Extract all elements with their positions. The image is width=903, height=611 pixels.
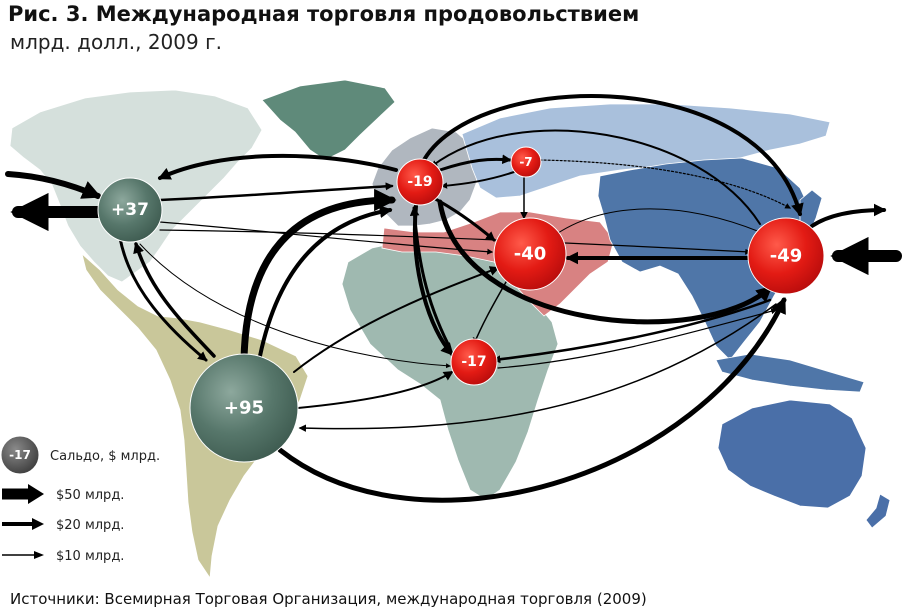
flow-arrow (139, 243, 451, 369)
flow-arrow (159, 221, 494, 255)
flow-arrow (277, 297, 787, 503)
flow-arrow (418, 94, 804, 217)
trade-flows (5, 94, 902, 503)
balance-bubbles: +37 +95 -19 -7 -40 -49 -17 (97, 146, 825, 463)
legend-bubble: -17 Сальдо, $ млрд. (0, 435, 160, 475)
balance-label-europe: -19 (407, 174, 432, 190)
flow-arrow (118, 236, 208, 362)
region-sea-islands (715, 353, 865, 393)
chart-subtitle: млрд. долл., 2009 г. (10, 30, 222, 54)
region-australia (717, 399, 867, 509)
flow-arrow (158, 182, 394, 202)
balance-label-latin-america: +95 (224, 398, 264, 419)
flow-arrow (133, 241, 216, 358)
flow-arrow (497, 308, 778, 369)
flow-arrow (240, 188, 397, 364)
flow-arrow (409, 206, 450, 346)
balance-bubble-latin-america[interactable]: +95 (189, 353, 299, 463)
flow-arrow (547, 208, 761, 241)
balance-bubble-asia[interactable]: -49 (747, 217, 825, 295)
legend-arrow-20-label: $20 млрд. (56, 518, 124, 533)
flow-arrow (810, 203, 887, 228)
region-greenland (261, 79, 396, 161)
balance-bubble-middle-east[interactable]: -40 (493, 217, 567, 291)
chart-title: Рис. 3. Международная торговля продоволь… (8, 2, 640, 26)
legend-arrow-20: $20 млрд. (2, 518, 124, 533)
source-note: Источники: Всемирная Торговая Организаци… (10, 590, 647, 608)
flow-arrow (258, 205, 393, 358)
legend-arrow-10: $10 млрд. (2, 549, 124, 564)
flow-arrow (159, 229, 752, 255)
flow-arrow (437, 199, 773, 325)
flow-arrow (298, 303, 777, 432)
legend-arrow-50-label: $50 млрд. (56, 488, 124, 503)
balance-label-asia: -49 (770, 246, 803, 267)
flow-arrow (5, 171, 102, 199)
region-new-zealand (865, 493, 891, 529)
balance-label-africa: -17 (461, 354, 486, 370)
legend-bubble-sample: -17 (9, 448, 31, 462)
region-russia (461, 103, 831, 199)
flow-arrow (157, 153, 398, 180)
balance-bubble-north-america[interactable]: +37 (97, 177, 163, 243)
flow-arrow (438, 154, 512, 172)
balance-label-cis: -7 (519, 155, 532, 169)
balance-bubble-cis[interactable]: -7 (510, 146, 542, 178)
flow-arrow (430, 129, 761, 225)
flow-arrow (539, 159, 792, 209)
balance-bubble-europe[interactable]: -19 (396, 158, 444, 206)
flow-arrow (297, 370, 454, 409)
legend-arrow-50: $50 млрд. (2, 484, 124, 504)
balance-label-north-america: +37 (111, 200, 149, 220)
map-legend: -17 Сальдо, $ млрд. $50 млрд. $20 млрд. … (0, 435, 160, 564)
balance-label-middle-east: -40 (514, 244, 547, 265)
balance-bubble-africa[interactable]: -17 (450, 338, 498, 386)
legend-arrow-10-label: $10 млрд. (56, 549, 124, 564)
flow-arrow (472, 281, 507, 346)
flow-arrow (293, 266, 500, 373)
flow-arrow (440, 171, 515, 189)
legend-bubble-label: Сальдо, $ млрд. (50, 449, 160, 464)
flow-arrow (492, 298, 772, 364)
